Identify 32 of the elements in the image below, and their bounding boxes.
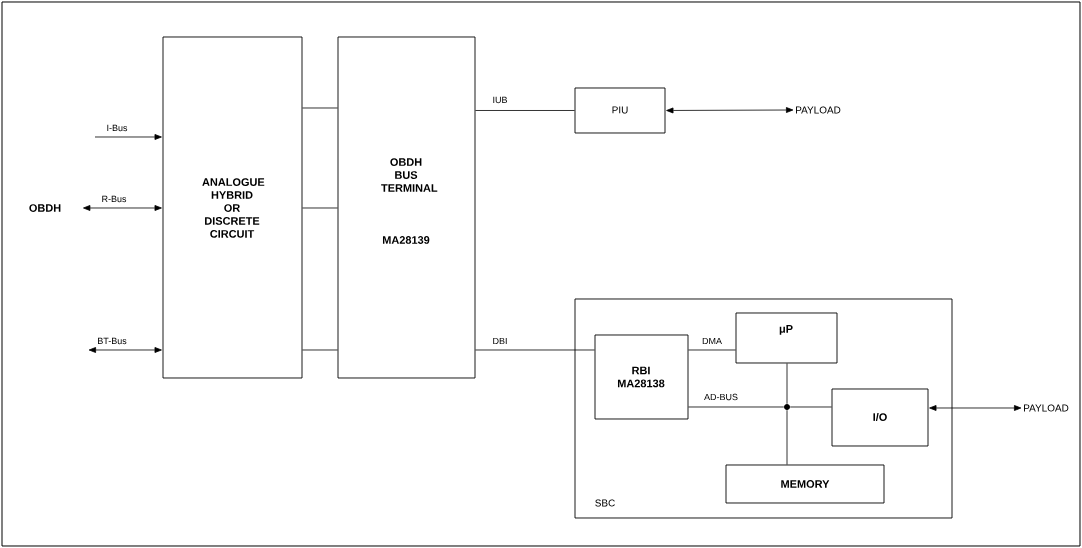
edge-label: R-Bus <box>100 194 128 204</box>
payload-label: PAYLOAD <box>1024 404 1069 412</box>
edge-label: BT-Bus <box>96 336 128 346</box>
connector-line <box>475 349 595 351</box>
connector-line <box>302 349 338 351</box>
bus-name: OBDH <box>29 204 61 212</box>
connector-line <box>789 406 832 408</box>
connector-line <box>302 207 338 209</box>
edge-label: AD-BUS <box>703 392 739 402</box>
edge-label: I-Bus <box>105 123 129 133</box>
connector-line <box>688 406 785 408</box>
edge-label: DBI <box>491 336 509 346</box>
connector-line <box>786 363 788 405</box>
interface-box: RBI MA28138 <box>594 334 689 420</box>
arrow <box>83 205 162 211</box>
arrow <box>94 134 162 140</box>
connector-line <box>302 107 338 109</box>
arrow <box>666 107 794 114</box>
edge-label: IUB <box>491 95 509 105</box>
circuit-box: ANALOGUE HYBRID OR DISCRETE CIRCUIT <box>162 36 303 379</box>
arrow <box>88 347 162 353</box>
unit-box: PIU <box>574 87 666 134</box>
connector-line <box>475 110 575 111</box>
io-box: I/O <box>831 388 929 447</box>
payload-label: PAYLOAD <box>796 106 841 114</box>
memory-box: MEMORY <box>725 464 885 504</box>
connector-line <box>786 409 788 465</box>
connector-line <box>688 349 736 351</box>
arrow <box>929 405 1022 411</box>
processor-box: μP <box>735 312 838 364</box>
edge-label: DMA <box>701 336 723 346</box>
terminal-box: OBDH BUS TERMINAL MA28139 <box>337 36 476 379</box>
